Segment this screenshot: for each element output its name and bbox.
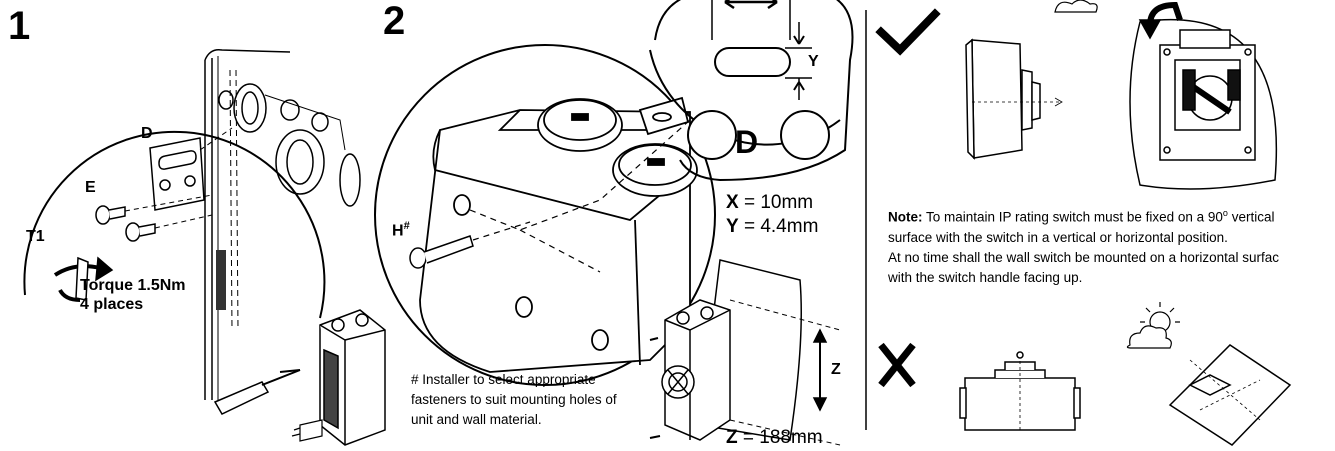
torque-line-2: 4 places <box>80 296 144 313</box>
label-d: D <box>141 125 153 142</box>
correct-side-view <box>965 38 1063 160</box>
incorrect-top-view <box>959 351 1081 431</box>
step2-enclosure-detail <box>419 96 698 373</box>
label-e: E <box>85 179 96 196</box>
label-z: Z <box>831 361 841 378</box>
correct-front-view <box>1129 1 1278 190</box>
screw-h <box>409 221 531 269</box>
dimension-z: Z = 188mm <box>726 427 823 449</box>
note-bold: Note: <box>888 209 923 225</box>
detail-label-d: D <box>735 124 759 160</box>
sun-cloud-icon <box>1126 302 1180 349</box>
sun-cloud-icon-top <box>1054 0 1098 13</box>
torque-line-1: Torque 1.5Nm <box>80 277 186 294</box>
detail-label-y: Y <box>808 53 819 70</box>
checkmark-icon <box>875 8 941 56</box>
dimension-x-key: X <box>726 192 739 213</box>
note-degree: o <box>1222 208 1228 218</box>
dimension-x-value: = 10mm <box>738 192 814 213</box>
t1-fastener <box>53 256 114 302</box>
note-line-1a: To maintain IP rating switch must be fix… <box>922 209 1223 225</box>
dimension-z-key: Z <box>726 427 738 448</box>
step-number-2: 2 <box>383 0 406 43</box>
screws-e <box>95 205 156 242</box>
dimension-z-value: = 188mm <box>737 427 823 448</box>
ip-rating-note: Note: To maintain IP rating switch must … <box>888 203 1279 288</box>
note-line-2: surface with the switch in a vertical or… <box>888 229 1228 245</box>
installer-note: # Installer to select appropriate fasten… <box>411 372 617 427</box>
note-line-4: with the switch handle facing up. <box>888 269 1083 285</box>
label-h: H# <box>392 218 410 239</box>
slot-detail-circle <box>649 0 854 182</box>
step1-enclosure-detail <box>204 48 361 400</box>
note-line-1: Note: To maintain IP rating switch must … <box>888 203 1279 228</box>
dimension-x: X = 10mm <box>726 192 813 214</box>
small-bracket <box>291 419 323 442</box>
dimension-y: Y = 4.4mm <box>726 216 818 238</box>
label-h-sup: # <box>403 220 410 232</box>
label-t1: T1 <box>26 228 45 245</box>
torque-spec: Torque 1.5Nm 4 places <box>80 276 186 314</box>
step1-magnified-circle <box>23 130 326 319</box>
note-line-3: At no time shall the wall switch be moun… <box>888 249 1279 265</box>
mounted-unit <box>649 259 841 446</box>
dimension-y-value: = 4.4mm <box>738 216 819 237</box>
incorrect-angled-view <box>1168 344 1292 446</box>
step-number-1: 1 <box>8 4 31 48</box>
assembly-dashed-lines <box>124 127 233 229</box>
cross-icon <box>878 342 916 388</box>
bracket-d <box>149 137 205 211</box>
dimension-y-key: Y <box>726 216 739 237</box>
step2-magnified-circle <box>374 44 716 386</box>
step1-small-enclosure <box>319 309 386 446</box>
note-line-1b: vertical <box>1227 209 1275 225</box>
label-h-text: H <box>392 222 404 240</box>
screwdriver <box>213 369 301 415</box>
